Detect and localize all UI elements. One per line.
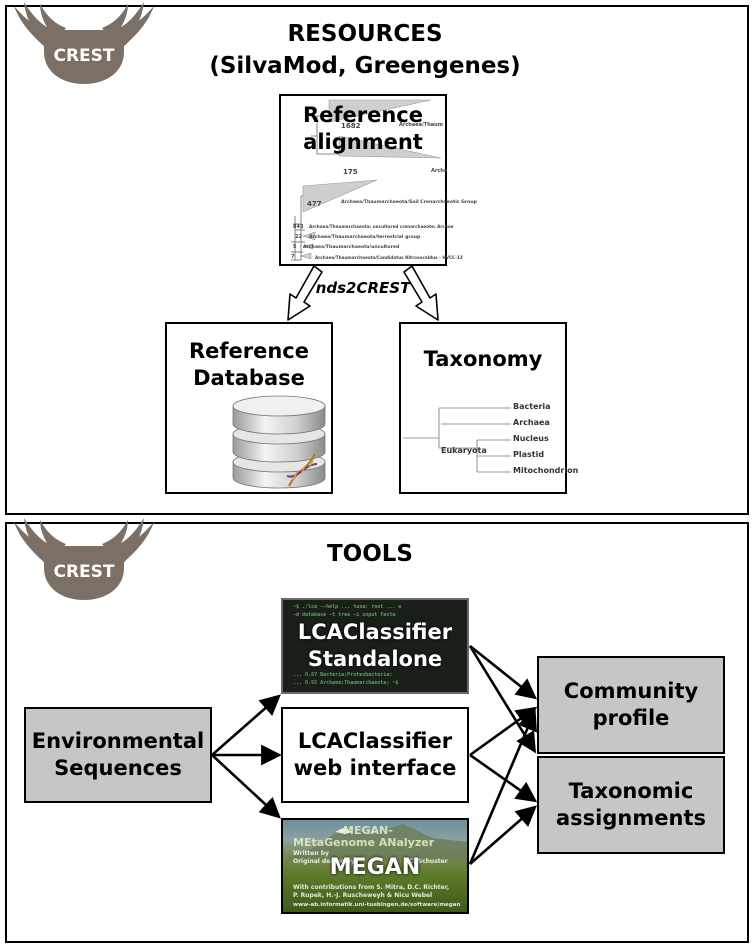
- taxonomic-assignments-label: Taxonomic assignments: [556, 778, 706, 830]
- nds2crest-arrows: [287, 265, 439, 321]
- reference-database-box: Reference Database: [165, 322, 333, 494]
- megan-box: MEGAN- MEtaGenome ANalyzer Written by Or…: [281, 818, 469, 914]
- taxonomy-label-bacteria: Bacteria: [513, 402, 551, 411]
- tree-label-6: Archaea/Thaumarchaeota/Soil Crenarchaeot…: [341, 200, 477, 205]
- crest-wings-icon: [14, 2, 154, 84]
- lcaclassifier-standalone-label: LCAClassifier Standalone: [297, 619, 453, 671]
- tools-title: TOOLS: [326, 541, 413, 567]
- tree-label-7: 843: [293, 224, 304, 230]
- resources-subtitle: (SilvaMod, Greengenes): [209, 53, 521, 79]
- megan-credit-3: C. Schuster: [409, 858, 448, 865]
- tree-label-2: Archaea/Thaum: [399, 122, 443, 128]
- crest-logo-text: CREST: [53, 46, 115, 66]
- megan-credit-4: With contributions from S. Mitra, D.C. R…: [293, 884, 450, 891]
- tree-label-5: 477: [307, 200, 322, 208]
- dna-helix-icon: [286, 453, 318, 487]
- community-profile-label: Community profile: [563, 678, 699, 730]
- right-hollow-arrow: [403, 265, 439, 321]
- reference-alignment-box: Reference alignment 1682 Archaea/Thaum 1…: [279, 94, 477, 266]
- crest-wings-icon-2: [14, 518, 154, 600]
- crest-logo-text-2: CREST: [53, 562, 115, 582]
- alignment-tree-icon: [291, 99, 442, 261]
- terminal-text-line: ... 0.92 Archaea;Thaumarchaeota; ~$: [293, 680, 399, 686]
- resources-title: RESOURCES: [287, 21, 443, 47]
- mountain-icon: [283, 824, 467, 860]
- lcaclassifier-web-label: LCAClassifier web interface: [293, 728, 457, 780]
- crest-logo-tools: CREST: [10, 516, 158, 602]
- taxonomy-label-eukaryota: Eukaryota: [441, 446, 487, 455]
- tree-label-9: 22: [295, 234, 302, 240]
- tree-label-11: 5: [293, 244, 297, 250]
- tree-label-13: 7: [291, 254, 295, 260]
- tree-label-10: Archaea/Thaumarchaeota/terrestrial group: [309, 235, 421, 240]
- tree-label-1: 1682: [341, 122, 361, 130]
- terminal-text-line: ... 0.87 Bacteria;Proteobacteria;: [293, 672, 393, 678]
- environmental-sequences-box: Environmental Sequences: [24, 707, 212, 803]
- taxonomy-label-plastid: Plastid: [513, 450, 545, 459]
- reference-database-title: Reference Database: [188, 339, 310, 391]
- megan-url: www-ab.informatik.uni-tuebingen.de/softw…: [293, 902, 461, 908]
- tree-label-14: Archaea/Thaumarchaeota/Candidatus Nitros…: [315, 255, 463, 260]
- taxonomic-assignments-box: Taxonomic assignments: [537, 756, 725, 854]
- tree-label-8: Archaea/Thaumarchaeota; uncultured crena…: [309, 224, 454, 229]
- taxonomy-title: Taxonomy: [423, 347, 543, 371]
- tree-label-3: 175: [343, 168, 358, 176]
- megan-credit-5: P. Rupek, H.-J. Ruscheweyh & Nicu Webel: [293, 892, 433, 899]
- terminal-text-line: ~$ ./lca --help ... taxa: root ... e: [293, 604, 402, 610]
- crest-logo: CREST: [10, 0, 158, 86]
- left-hollow-arrow: [287, 265, 323, 321]
- nds2crest-label: nds2CREST: [315, 279, 411, 297]
- megan-credit-1: Written by: [293, 850, 329, 857]
- lcaclassifier-web-box: LCAClassifier web interface: [281, 707, 469, 803]
- tree-label-4: Archa: [431, 168, 448, 174]
- megan-banner-1: MEGAN-: [343, 824, 393, 837]
- taxonomy-label-mitochondrion: Mitochondrion: [513, 466, 579, 475]
- taxonomy-label-nucleus: Nucleus: [513, 434, 549, 443]
- tree-label-12: Archaea/Thaumarchaeota/uncultured: [303, 245, 400, 250]
- environmental-sequences-label: Environmental Sequences: [31, 728, 205, 780]
- terminal-text-line: -d database -t tree -i input fasta: [293, 612, 396, 618]
- community-profile-box: Community profile: [537, 656, 725, 754]
- megan-banner-2: MEtaGenome ANalyzer: [293, 836, 435, 849]
- taxonomy-box: Taxonomy Bacteria Archaea Eukaryota Nucl…: [399, 322, 578, 494]
- megan-credit-2: Original design by: [293, 858, 355, 865]
- database-icon: [232, 395, 326, 489]
- reference-alignment-title: Reference alignment: [302, 103, 424, 155]
- megan-label: MEGAN: [329, 855, 421, 880]
- taxonomy-label-archaea: Archaea: [513, 418, 550, 427]
- taxonomy-tree-icon: [403, 407, 511, 473]
- lcaclassifier-standalone-box: ~$ ./lca --help ... taxa: root ... e -d …: [281, 598, 469, 694]
